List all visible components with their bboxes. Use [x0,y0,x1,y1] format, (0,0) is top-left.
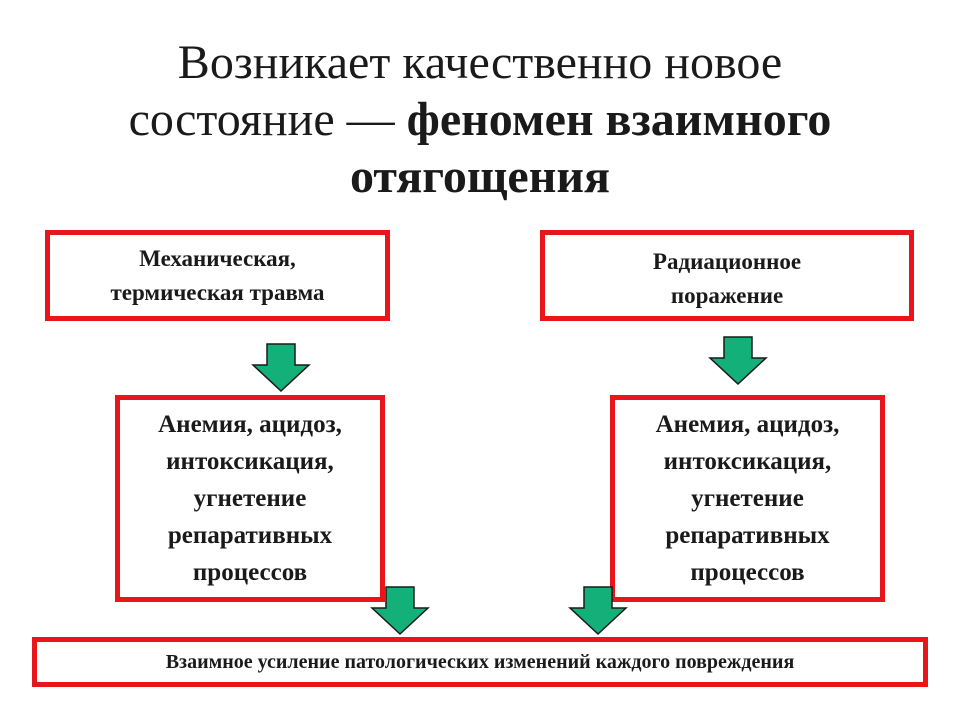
mechanical-thermal-trauma-box: Механическая, термическая травма [45,230,390,321]
mechanical-thermal-trauma-label: Механическая, термическая травма [110,245,325,305]
slide-title: Возникает качественно новое состояние — … [0,34,960,205]
left-consequences-box: Анемия, ацидоз, интоксикация, угнетение … [115,395,385,602]
down-arrow-shape [708,336,768,386]
radiation-injury-label: Радиационное поражение [652,249,802,308]
down-arrow-icon [370,586,430,636]
title-line-1: Возникает качественно новое [177,36,783,89]
down-arrow-shape [370,586,430,636]
down-arrow-icon [568,586,628,636]
mutual-aggravation-box: Взаимное усиление патологических изменен… [32,637,928,687]
down-arrow-shape [251,343,311,393]
title-line-3: отягощения [350,150,610,203]
title-line-2-bold: феномен взаимного [406,93,832,146]
title-line-2: состояние — феномен взаимного [0,91,960,148]
radiation-injury-box: Радиационное поражение [540,230,914,321]
down-arrow-icon [708,336,768,386]
left-consequences-label: Анемия, ацидоз, интоксикация, угнетение … [158,411,342,586]
right-consequences-box: Анемия, ацидоз, интоксикация, угнетение … [610,395,885,602]
down-arrow-icon [251,343,311,393]
down-arrow-shape [568,586,628,636]
mutual-aggravation-label: Взаимное усиление патологических изменен… [165,651,795,673]
title-line-2-regular: состояние — [128,93,407,146]
right-consequences-label: Анемия, ацидоз, интоксикация, угнетение … [655,411,840,586]
